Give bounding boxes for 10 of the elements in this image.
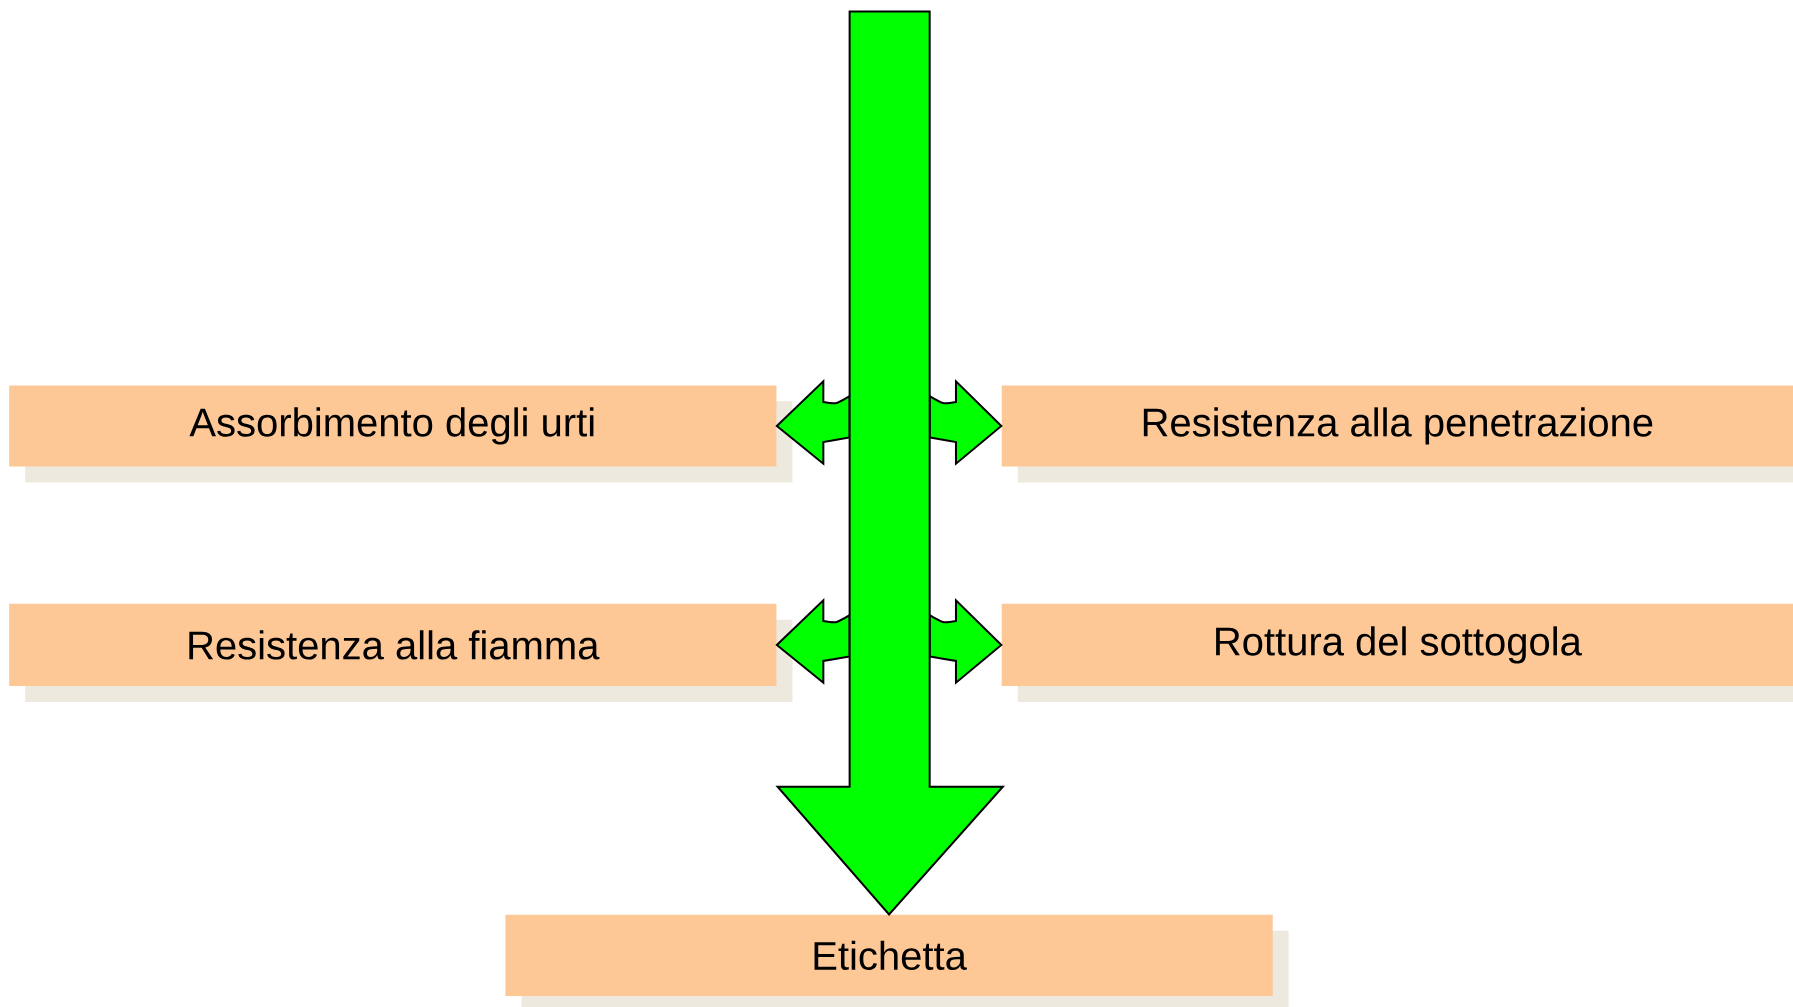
- text-box: Resistenza alla penetrazione: [1001, 385, 1793, 483]
- side-arrow: [928, 599, 1003, 684]
- side-arrow: [775, 599, 851, 684]
- text-box: Assorbimento degli urti: [9, 385, 793, 483]
- text-box: Etichetta: [505, 914, 1289, 1007]
- side-arrow: [928, 380, 1003, 465]
- down-arrow: [775, 10, 1006, 916]
- text-box: Resistenza alla fiamma: [9, 603, 793, 703]
- side-arrow: [775, 380, 851, 465]
- text-box: Rottura del sottogola: [1001, 603, 1793, 703]
